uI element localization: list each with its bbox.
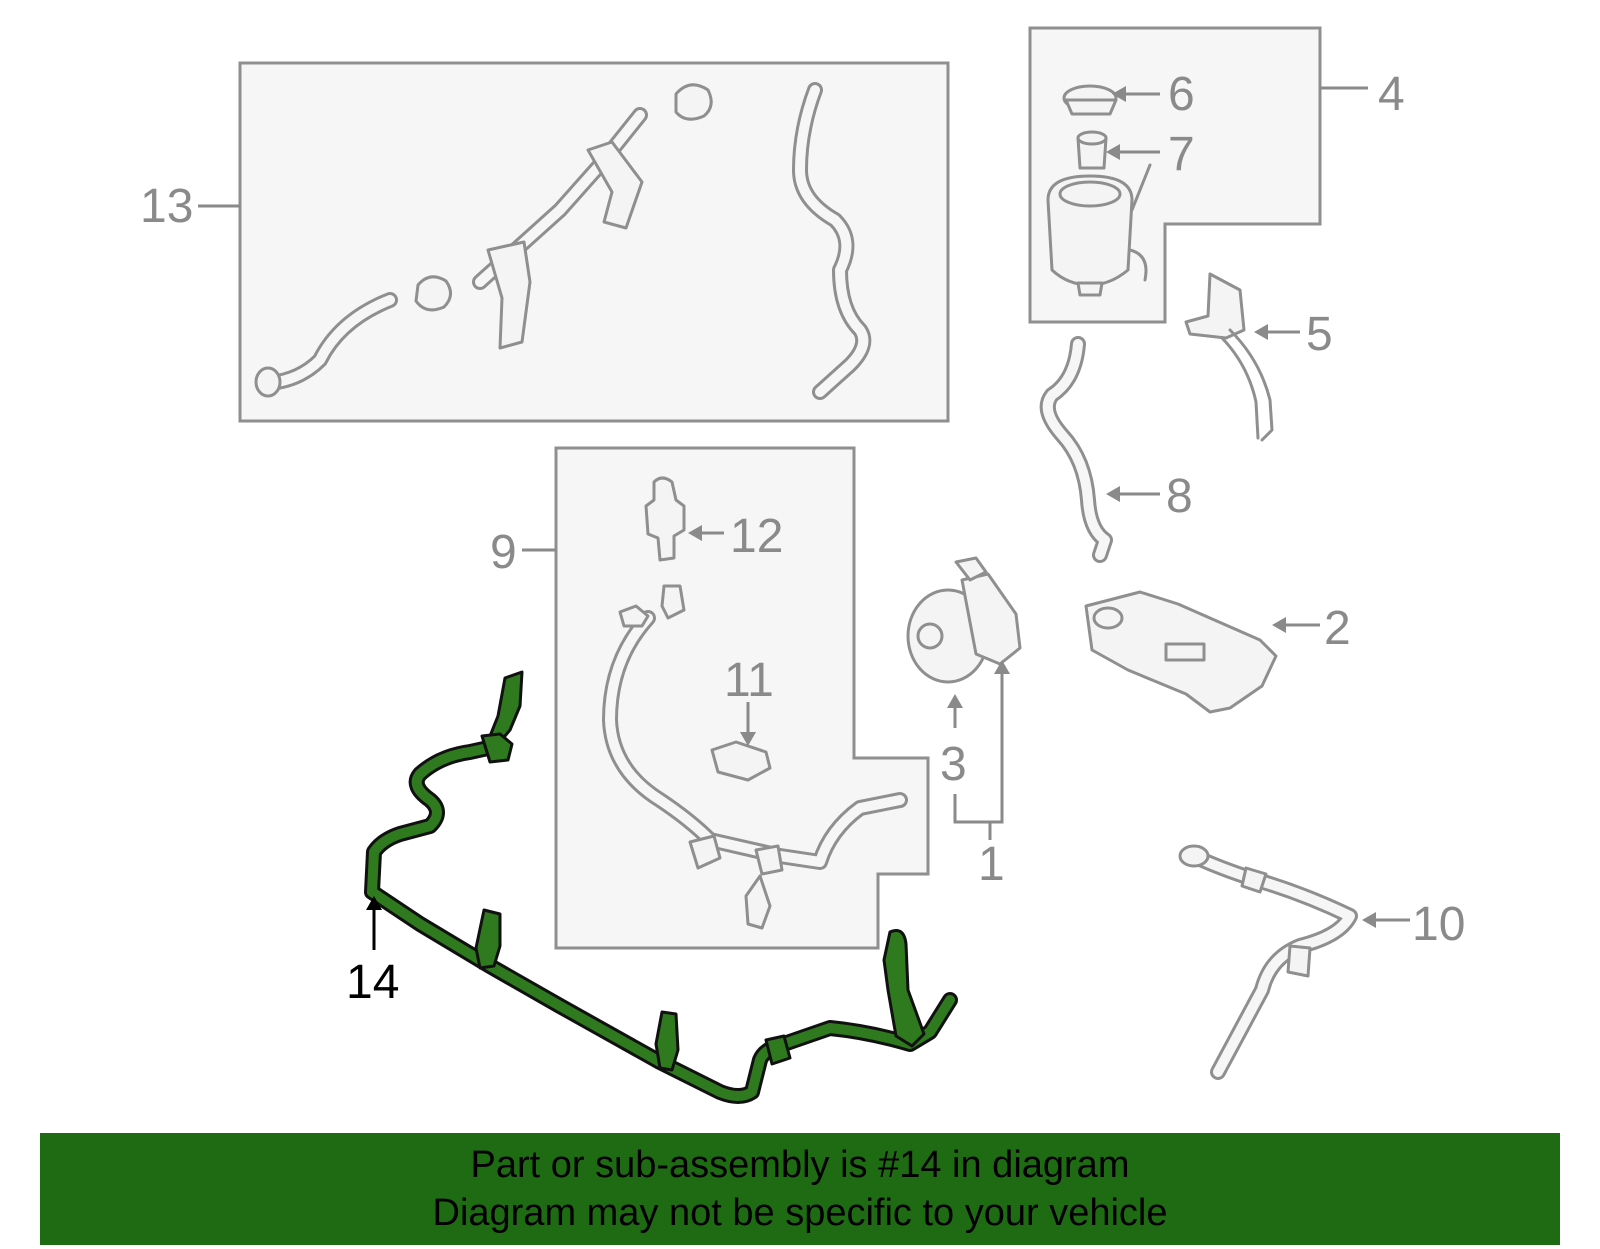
part-3-pump (906, 556, 1022, 684)
callout-14: 14 (346, 956, 399, 1009)
callout-3: 3 (940, 738, 967, 791)
assembly-13-box (238, 61, 950, 423)
assembly-4-box (1028, 26, 1322, 324)
footer-line-1: Part or sub-assembly is #14 in diagram (470, 1144, 1130, 1186)
footer-line-2: Diagram may not be specific to your vehi… (432, 1192, 1168, 1234)
callout-8: 8 (1166, 470, 1193, 523)
callout-11: 11 (724, 654, 774, 707)
footer-banner: Part or sub-assembly is #14 in diagram D… (40, 1133, 1560, 1245)
callout-1: 1 (978, 838, 1005, 891)
callout-9: 9 (490, 526, 517, 579)
part-2-bracket (1084, 590, 1278, 714)
part-14-highlighted-pipe (364, 670, 958, 1104)
callout-13: 13 (140, 180, 193, 233)
part-5-bracket (1184, 272, 1274, 442)
callout-7: 7 (1168, 128, 1195, 181)
callout-2: 2 (1324, 602, 1351, 655)
callout-10: 10 (1412, 898, 1465, 951)
callout-12: 12 (730, 510, 783, 563)
callout-5: 5 (1306, 308, 1333, 361)
callout-4: 4 (1378, 68, 1405, 121)
part-10-hose (1178, 844, 1358, 1080)
assembly-9-box (554, 446, 930, 950)
callout-6: 6 (1168, 68, 1195, 121)
part-8-hose (1039, 336, 1113, 563)
